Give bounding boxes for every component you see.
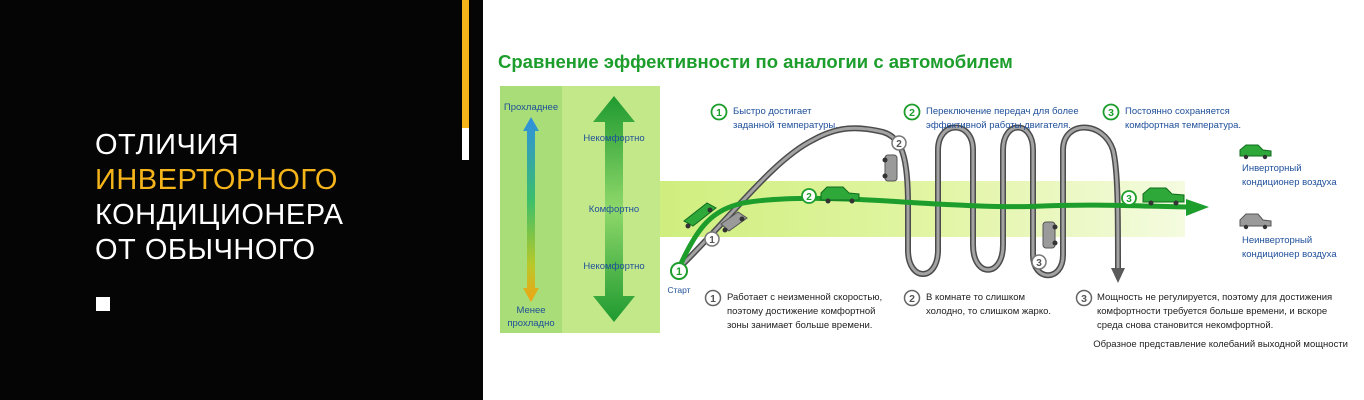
heading-line-2-highlight: ИНВЕРТОРНОГО [95, 164, 338, 196]
comfort-range-arrow-icon [593, 96, 635, 322]
efficiency-diagram: Сравнение эффективности по аналогии с ав… [498, 51, 1348, 350]
top-note-3-line2: комфортная температура. [1125, 120, 1241, 131]
inverter-car-end-icon [1142, 187, 1185, 206]
bottom-note-1-line1: Работает с неизменной скоростью, [727, 292, 882, 303]
banner-heading: ОТЛИЧИЯ ИНВЕРТОРНОГО КОНДИЦИОНЕРА ОТ ОБЫ… [95, 128, 343, 268]
marker-non-inverter-1-number: 1 [709, 235, 715, 246]
yellow-accent-bar [462, 0, 469, 128]
legend-inverter: Инверторный кондиционер воздуха [1239, 144, 1337, 188]
non-inverter-car-start-icon [720, 211, 748, 233]
top-note-1-line1: Быстро достигает [733, 106, 812, 117]
bottom-note-1: 1 Работает с неизменной скоростью, поэто… [704, 289, 882, 331]
diagram-title: Сравнение эффективности по аналогии с ав… [498, 51, 1013, 72]
inverter-path [676, 195, 1191, 271]
legend-non-inverter-car-icon [1239, 213, 1272, 230]
label-comfortable: Комфортно [589, 204, 639, 215]
top-note-3-number: 3 [1108, 107, 1114, 119]
diagram-caption: Образное представление колебаний выходно… [1093, 339, 1348, 350]
bottom-note-1-badge [704, 289, 722, 307]
start-label: Старт [667, 285, 690, 295]
top-note-2: 2 Переключение передач для более эффекти… [903, 103, 1079, 131]
bottom-note-3: 3 Мощность не регулируется, поэтому для … [1075, 289, 1332, 331]
legend-non-inverter-line1: Неинверторный [1242, 235, 1312, 246]
label-cooler: Прохладнее [504, 102, 558, 113]
bottom-note-1-line3: зоны занимает больше времени. [727, 320, 872, 331]
non-inverter-car-valley-icon [1042, 221, 1058, 249]
heading-line-3: КОНДИЦИОНЕРА [95, 199, 344, 231]
marker-inverter-3 [1121, 190, 1137, 206]
square-bullet-icon [96, 297, 110, 311]
legend-non-inverter-line2: кондиционер воздуха [1242, 249, 1337, 260]
top-note-2-number: 2 [909, 107, 915, 119]
top-note-2-line2: эффективной работы двигателя. [926, 120, 1071, 131]
non-inverter-path-arrowhead-icon [1111, 268, 1125, 283]
inverter-path-arrowhead-icon [1186, 199, 1209, 216]
legend-inverter-line2: кондиционер воздуха [1242, 177, 1337, 188]
bottom-note-2-line1: В комнате то слишком [926, 292, 1025, 303]
banner-panel: ОТЛИЧИЯ ИНВЕРТОРНОГО КОНДИЦИОНЕРА ОТ ОБЫ… [0, 0, 483, 400]
top-note-3-badge [1102, 103, 1120, 121]
top-note-3: 3 Постоянно сохраняется комфортная темпе… [1102, 103, 1241, 131]
top-note-1-badge [710, 103, 728, 121]
bottom-note-2-badge [903, 289, 921, 307]
marker-non-inverter-1 [704, 231, 720, 247]
heading-line-4: ОТ ОБЫЧНОГО [95, 234, 316, 266]
bottom-note-3-line2: комфортности требуется больше времени, и… [1097, 306, 1327, 317]
comfort-band [565, 181, 1185, 237]
top-note-1-number: 1 [716, 107, 722, 119]
marker-inverter-3-number: 3 [1126, 194, 1132, 205]
legend-inverter-car-icon [1239, 144, 1272, 160]
bottom-note-1-number: 1 [710, 293, 716, 305]
bottom-note-3-number: 3 [1081, 293, 1087, 305]
bottom-note-2-line2: холодно, то слишком жарко. [926, 306, 1051, 317]
bottom-note-2-number: 2 [909, 293, 915, 305]
label-uncomfortable-bottom: Некомфортно [583, 261, 644, 272]
top-note-3-line1: Постоянно сохраняется [1125, 106, 1230, 117]
top-note-1: 1 Быстро достигает заданной температуры. [710, 103, 838, 131]
start-marker-number: 1 [676, 266, 682, 278]
marker-inverter-2 [801, 188, 817, 204]
top-note-2-badge [903, 103, 921, 121]
white-accent-bar [462, 128, 469, 160]
inverter-car-middle-icon [820, 186, 860, 204]
bottom-note-1-line2: поэтому достижение комфортной [727, 306, 875, 317]
non-inverter-car-peak-icon [882, 154, 898, 182]
non-inverter-path [677, 126, 1120, 277]
label-less-cool-line2: прохладно [507, 318, 554, 329]
top-note-2-line1: Переключение передач для более [926, 106, 1079, 117]
heading-line-1: ОТЛИЧИЯ [95, 129, 240, 161]
legend-inverter-line1: Инверторный [1242, 163, 1302, 174]
inverter-car-start-icon [683, 202, 717, 229]
label-uncomfortable-top: Некомфортно [583, 133, 644, 144]
label-less-cool-line1: Менее [516, 305, 545, 316]
start-marker [670, 262, 688, 280]
bottom-note-2: 2 В комнате то слишком холодно, то слишк… [903, 289, 1051, 317]
bottom-note-3-line3: среда снова становится некомфортной. [1097, 320, 1273, 331]
bottom-note-3-line1: Мощность не регулируется, поэтому для до… [1097, 292, 1332, 303]
top-note-1-line2: заданной температуры. [733, 120, 838, 131]
marker-non-inverter-2 [891, 135, 907, 151]
marker-non-inverter-3-number: 3 [1036, 258, 1042, 269]
legend-non-inverter: Неинверторный кондиционер воздуха [1239, 213, 1337, 260]
marker-inverter-2-number: 2 [806, 192, 812, 203]
bottom-note-3-badge [1075, 289, 1093, 307]
marker-non-inverter-3 [1031, 254, 1047, 270]
temperature-arrow-icon [523, 117, 539, 302]
marker-non-inverter-2-number: 2 [896, 139, 902, 150]
